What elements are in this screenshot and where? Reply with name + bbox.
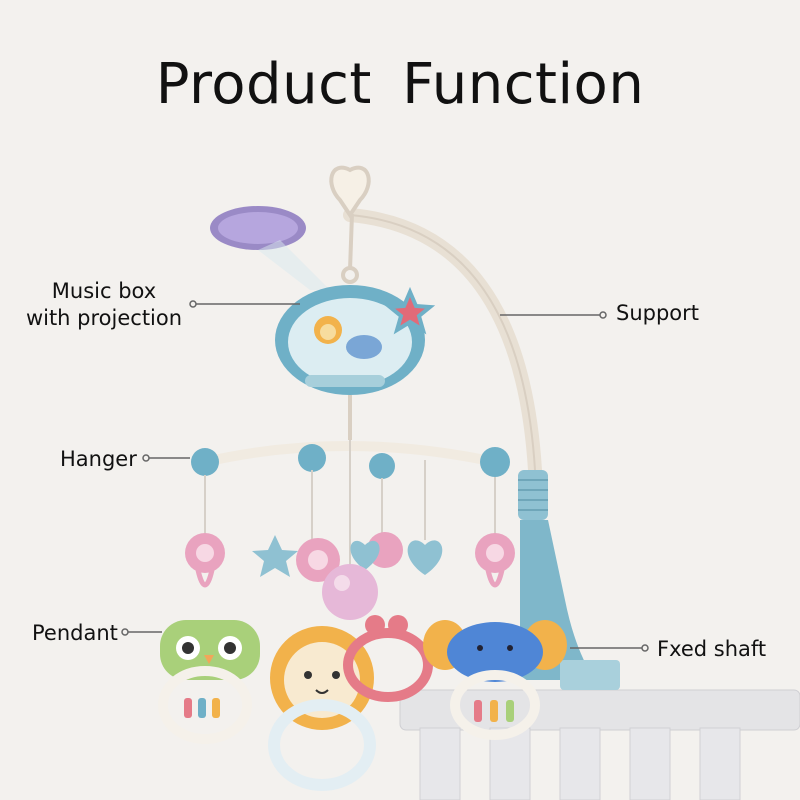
- music-box: [275, 285, 436, 440]
- flower-pendants: [185, 532, 515, 588]
- heart-pendants: [350, 540, 443, 575]
- page-title: Product Function: [155, 52, 645, 117]
- pendant-label: Pendant: [32, 621, 118, 645]
- support-arm: [329, 165, 542, 477]
- ball-pendant: [322, 564, 378, 620]
- crab-rattle: [343, 615, 433, 702]
- callout-lines: [121, 300, 649, 652]
- crib-rail: [399, 689, 800, 800]
- hanger-label: Hanger: [60, 447, 137, 471]
- star-pendant: [252, 535, 298, 577]
- support-label: Support: [616, 301, 700, 325]
- pendant-strings: [204, 440, 496, 570]
- hanger: [191, 441, 510, 479]
- owl-rattle: [158, 620, 260, 744]
- elephant-rattle: [423, 620, 567, 740]
- fixed-shaft-label: Fxed shaft: [657, 637, 767, 661]
- music-box-label: Music box with projection: [25, 279, 183, 330]
- projection-image: [210, 206, 330, 290]
